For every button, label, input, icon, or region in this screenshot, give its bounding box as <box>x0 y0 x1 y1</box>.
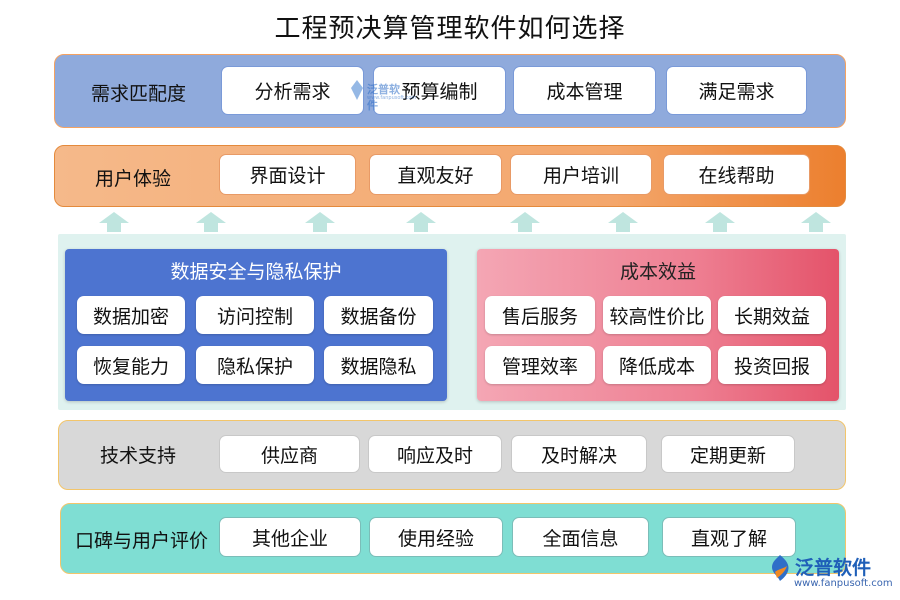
up-arrow-icon <box>608 212 638 232</box>
up-arrow-icon <box>305 212 335 232</box>
security-item: 数据隐私 <box>324 346 433 384</box>
reputation-item: 使用经验 <box>369 517 503 557</box>
security-item: 访问控制 <box>196 296 314 334</box>
security-item: 数据备份 <box>324 296 433 334</box>
cost-item: 降低成本 <box>603 346 711 384</box>
demand-item: 预算编制 <box>373 66 506 115</box>
tech-band: 技术支持 供应商 响应及时 及时解决 定期更新 <box>58 420 846 490</box>
ux-item: 直观友好 <box>369 154 502 195</box>
reputation-item: 其他企业 <box>219 517 361 557</box>
tech-item: 及时解决 <box>511 435 647 473</box>
security-item: 数据加密 <box>77 296 185 334</box>
up-arrow-icon <box>406 212 436 232</box>
tech-item: 定期更新 <box>661 435 795 473</box>
cost-title: 成本效益 <box>619 261 696 283</box>
demand-band: 需求匹配度 分析需求 预算编制 成本管理 满足需求 <box>54 54 846 128</box>
watermark: 泛普软件 www.fanpusoft.com <box>349 79 416 112</box>
tech-label: 技术支持 <box>100 445 177 467</box>
up-arrow-icon <box>99 212 129 232</box>
tech-item: 响应及时 <box>368 435 502 473</box>
tech-item: 供应商 <box>219 435 360 473</box>
brand-logo: 泛普软件 www.fanpusoft.com <box>768 553 894 595</box>
reputation-item: 全面信息 <box>512 517 649 557</box>
ux-item: 用户培训 <box>510 154 652 195</box>
demand-item: 成本管理 <box>513 66 656 115</box>
ux-band: 用户体验 界面设计 直观友好 用户培训 在线帮助 <box>54 145 846 207</box>
brand-url: www.fanpusoft.com <box>794 578 893 589</box>
ux-item: 界面设计 <box>219 154 356 195</box>
cost-item: 售后服务 <box>485 296 595 334</box>
cost-item: 较高性价比 <box>603 296 711 334</box>
watermark-url: www.fanpusoft.com <box>367 95 417 101</box>
brand-name: 泛普软件 <box>795 557 872 579</box>
security-item: 恢复能力 <box>77 346 185 384</box>
reputation-item: 直观了解 <box>662 517 796 557</box>
cost-panel: 成本效益 售后服务 较高性价比 长期效益 管理效率 降低成本 投资回报 <box>477 249 839 401</box>
cost-item: 投资回报 <box>718 346 826 384</box>
cost-item: 管理效率 <box>485 346 595 384</box>
demand-item: 分析需求 <box>221 66 364 115</box>
reputation-label: 口碑与用户评价 <box>75 530 209 552</box>
watermark-logo-icon <box>351 80 363 100</box>
up-arrow-icon <box>196 212 226 232</box>
brand-logo-icon <box>772 555 789 581</box>
up-arrow-icon <box>801 212 831 232</box>
ux-label: 用户体验 <box>95 168 172 190</box>
security-panel: 数据安全与隐私保护 数据加密 访问控制 数据备份 恢复能力 隐私保护 数据隐私 <box>65 249 447 401</box>
cost-item: 长期效益 <box>718 296 826 334</box>
reputation-band: 口碑与用户评价 其他企业 使用经验 全面信息 直观了解 <box>60 503 846 574</box>
watermark-name: 泛普软件 <box>367 83 400 112</box>
up-arrow-icon <box>510 212 540 232</box>
ux-item: 在线帮助 <box>663 154 810 195</box>
up-arrow-icon <box>705 212 735 232</box>
security-item: 隐私保护 <box>196 346 314 384</box>
demand-label: 需求匹配度 <box>91 83 187 105</box>
security-title: 数据安全与隐私保护 <box>170 261 342 283</box>
diagram-title: 工程预决算管理软件如何选择 <box>274 14 626 44</box>
demand-item: 满足需求 <box>666 66 807 115</box>
